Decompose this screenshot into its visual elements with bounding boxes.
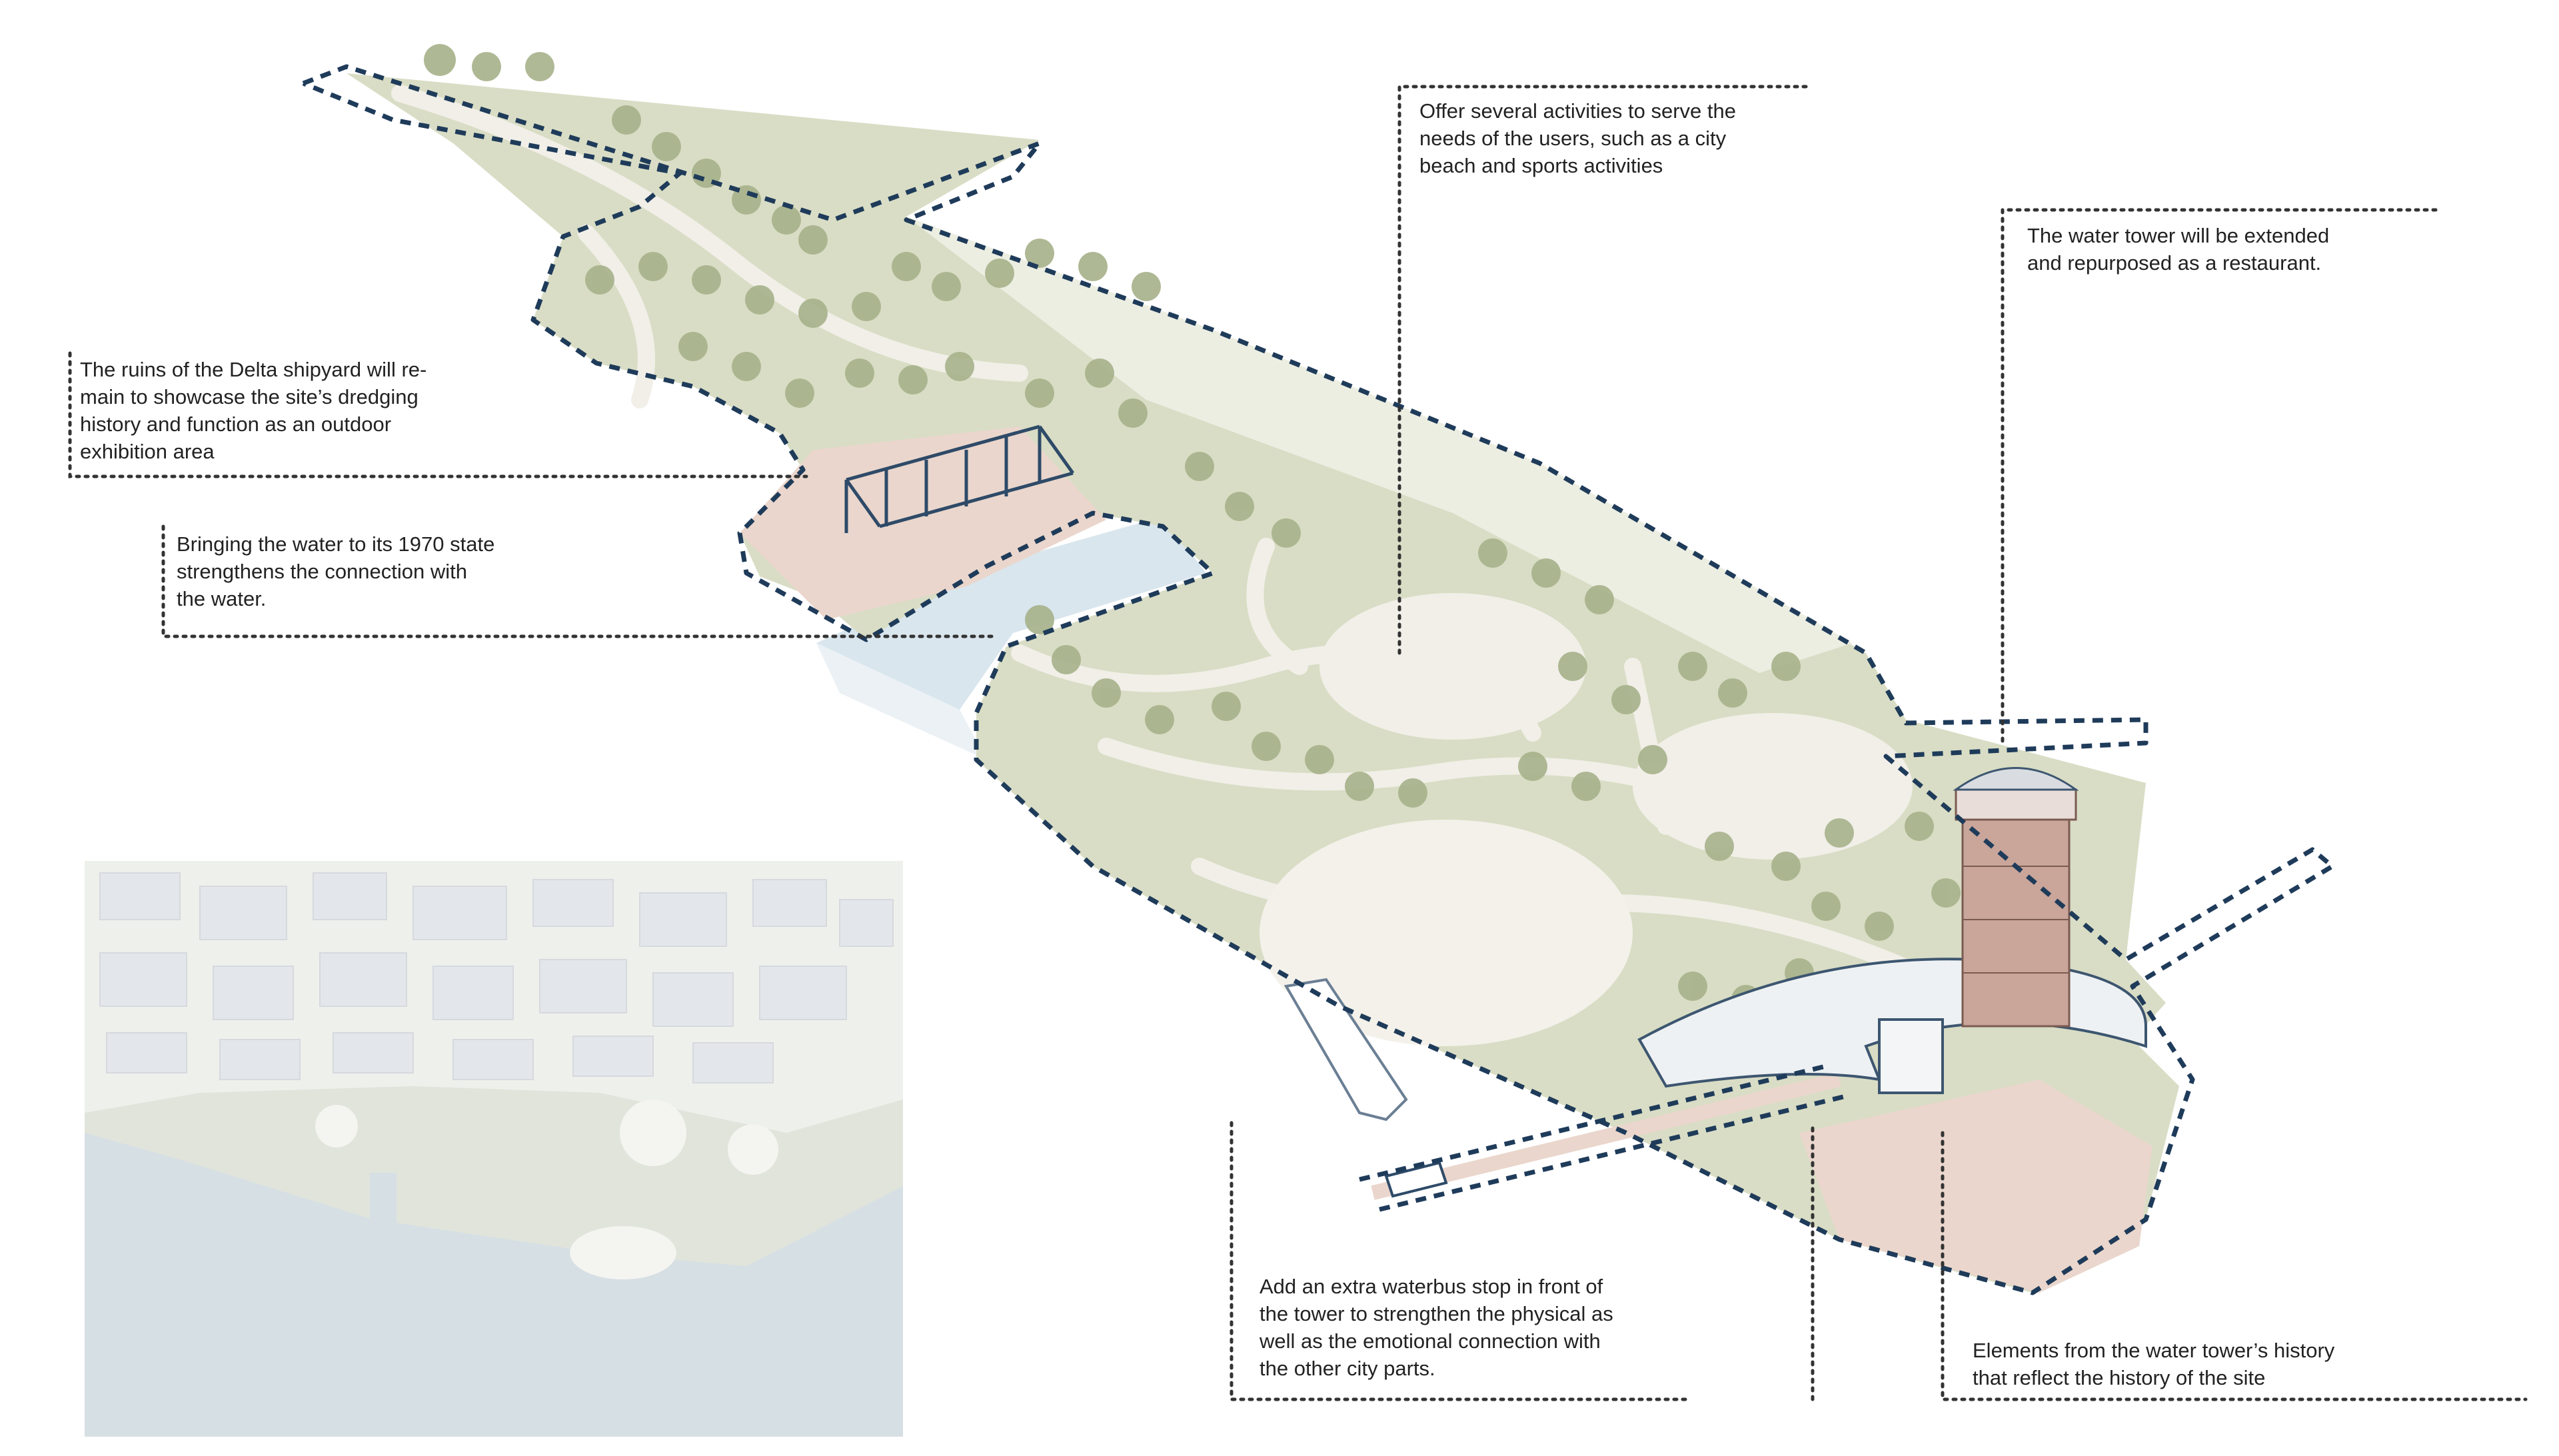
event-plaza	[1633, 713, 1913, 860]
water-basin	[816, 516, 1206, 710]
restaurant-pavilion	[1878, 1018, 1944, 1094]
sports-plaza	[1319, 593, 1586, 740]
annotation-history-elements: Elements from the water tower’s history …	[1973, 1339, 2335, 1389]
pier-boundary	[1359, 1064, 1827, 1182]
waterbus-pier	[1371, 1072, 1841, 1200]
shipyard-plaza	[740, 426, 1106, 620]
annotation-water-1970: Bringing the water to its 1970 state str…	[177, 532, 495, 610]
water-tower	[1953, 767, 2079, 1028]
annotation-shipyard-ruins: The ruins of the Delta shipyard will re-…	[80, 358, 427, 463]
shipyard-ruins	[844, 424, 1075, 533]
pier-boundary-2	[1379, 1093, 1847, 1212]
site-plan-inset	[85, 861, 903, 1437]
waterbus-boat	[1283, 978, 1408, 1121]
annotation-leaders	[68, 85, 2528, 1401]
annotation-water-tower: The water tower will be extended and rep…	[2027, 224, 2330, 275]
city-beach	[1260, 820, 1633, 1046]
waterbus-stop	[1384, 1161, 1448, 1198]
water-reflection	[816, 643, 986, 760]
site-boundary	[302, 64, 2335, 1295]
tree-canopy	[424, 44, 1961, 1014]
park-ground	[347, 73, 2179, 1293]
annotation-activities: Offer several activities to serve the ne…	[1419, 99, 1736, 177]
annotation-waterbus: Add an extra waterbus stop in front of t…	[1260, 1275, 1613, 1380]
promenade-strip	[906, 217, 1853, 673]
restaurant-terrace	[1799, 1080, 2152, 1293]
